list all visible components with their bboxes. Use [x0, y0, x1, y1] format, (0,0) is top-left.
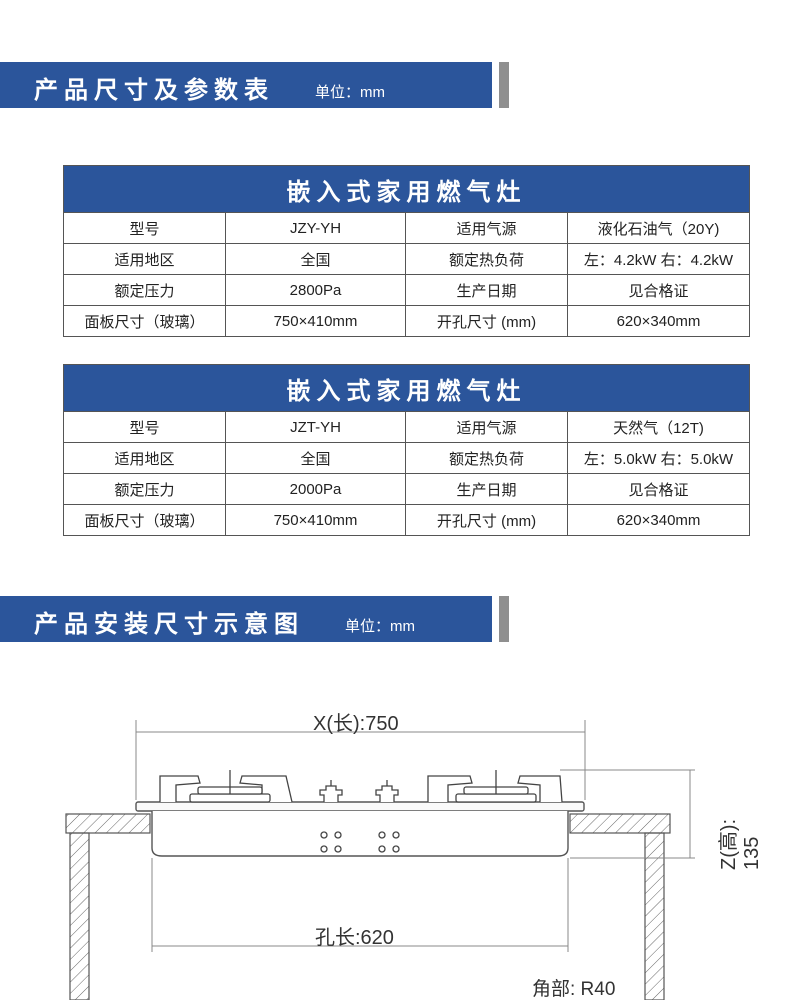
spec-table-title: 嵌入式家用燃气灶	[63, 165, 750, 213]
cell-value: 左：5.0kW 右：5.0kW	[567, 442, 750, 474]
width-label: X(长):750	[313, 713, 399, 735]
cell-label: 开孔尺寸 (mm)	[405, 305, 568, 337]
table-row: 型号 JZT-YH 适用气源 天然气（12T)	[63, 411, 750, 443]
cell-value: 全国	[225, 243, 406, 275]
cell-label: 面板尺寸（玻璃）	[63, 504, 226, 536]
cell-value: 620×340mm	[567, 305, 750, 337]
section-title-install: 产品安装尺寸示意图	[34, 611, 304, 638]
glass-panel	[135, 801, 585, 812]
cell-value: JZT-YH	[225, 411, 406, 443]
spec-table-ng: 嵌入式家用燃气灶 型号 JZT-YH 适用气源 天然气（12T) 适用地区 全国…	[63, 364, 750, 536]
table-row: 型号 JZY-YH 适用气源 液化石油气（20Y)	[63, 212, 750, 244]
burner-left	[159, 770, 293, 803]
cell-label: 面板尺寸（玻璃）	[63, 305, 226, 337]
table-row: 额定压力 2800Pa 生产日期 见合格证	[63, 274, 750, 306]
cell-label: 生产日期	[405, 473, 568, 505]
cell-value: 750×410mm	[225, 504, 406, 536]
countertop-left	[65, 813, 151, 1000]
cell-label: 型号	[63, 212, 226, 244]
cell-label: 适用地区	[63, 243, 226, 275]
table-row: 适用地区 全国 额定热负荷 左：5.0kW 右：5.0kW	[63, 442, 750, 474]
table-row: 面板尺寸（玻璃） 750×410mm 开孔尺寸 (mm) 620×340mm	[63, 305, 750, 337]
cell-label: 额定热负荷	[405, 442, 568, 474]
knob-holes	[320, 831, 400, 853]
height-label: Z(高): 135	[718, 818, 763, 870]
cell-value: 见合格证	[567, 473, 750, 505]
cell-value: 左：4.2kW 右：4.2kW	[567, 243, 750, 275]
cell-value: 750×410mm	[225, 305, 406, 337]
cell-value: 2000Pa	[225, 473, 406, 505]
banner-tab-specs	[499, 62, 509, 108]
cell-label: 开孔尺寸 (mm)	[405, 504, 568, 536]
height-dimension	[560, 769, 695, 859]
section-unit-specs: 单位：mm	[315, 84, 385, 101]
control-knobs	[319, 780, 399, 802]
burner-right	[427, 770, 563, 803]
width-dimension	[135, 720, 586, 800]
cell-label: 额定热负荷	[405, 243, 568, 275]
cell-label: 适用气源	[405, 411, 568, 443]
hole-length-label: 孔长:620	[315, 927, 394, 949]
stove-body	[151, 811, 569, 857]
cell-value: 620×340mm	[567, 504, 750, 536]
cell-value: 见合格证	[567, 274, 750, 306]
spec-table-lpg: 嵌入式家用燃气灶 型号 JZY-YH 适用气源 液化石油气（20Y) 适用地区 …	[63, 165, 750, 337]
cell-value: 全国	[225, 442, 406, 474]
cell-value: 液化石油气（20Y)	[567, 212, 750, 244]
cell-label: 生产日期	[405, 274, 568, 306]
section-banner-specs: 产品尺寸及参数表 单位：mm	[0, 62, 492, 108]
table-row: 额定压力 2000Pa 生产日期 见合格证	[63, 473, 750, 505]
hole-dimension	[151, 858, 569, 952]
spec-table-title: 嵌入式家用燃气灶	[63, 364, 750, 412]
cell-value: JZY-YH	[225, 212, 406, 244]
cell-label: 型号	[63, 411, 226, 443]
table-row: 面板尺寸（玻璃） 750×410mm 开孔尺寸 (mm) 620×340mm	[63, 504, 750, 536]
cell-label: 适用气源	[405, 212, 568, 244]
cell-label: 额定压力	[63, 274, 226, 306]
cell-label: 额定压力	[63, 473, 226, 505]
installation-diagram	[65, 720, 695, 1000]
cell-value: 天然气（12T)	[567, 411, 750, 443]
section-title-specs: 产品尺寸及参数表	[34, 77, 274, 104]
section-unit-install: 单位：mm	[345, 618, 415, 635]
table-row: 适用地区 全国 额定热负荷 左：4.2kW 右：4.2kW	[63, 243, 750, 275]
cell-label: 适用地区	[63, 442, 226, 474]
cell-value: 2800Pa	[225, 274, 406, 306]
countertop-right	[569, 813, 671, 1000]
banner-tab-install	[499, 596, 509, 642]
corner-radius-label: 角部: R40	[532, 979, 616, 1000]
section-banner-install: 产品安装尺寸示意图 单位：mm	[0, 596, 492, 642]
